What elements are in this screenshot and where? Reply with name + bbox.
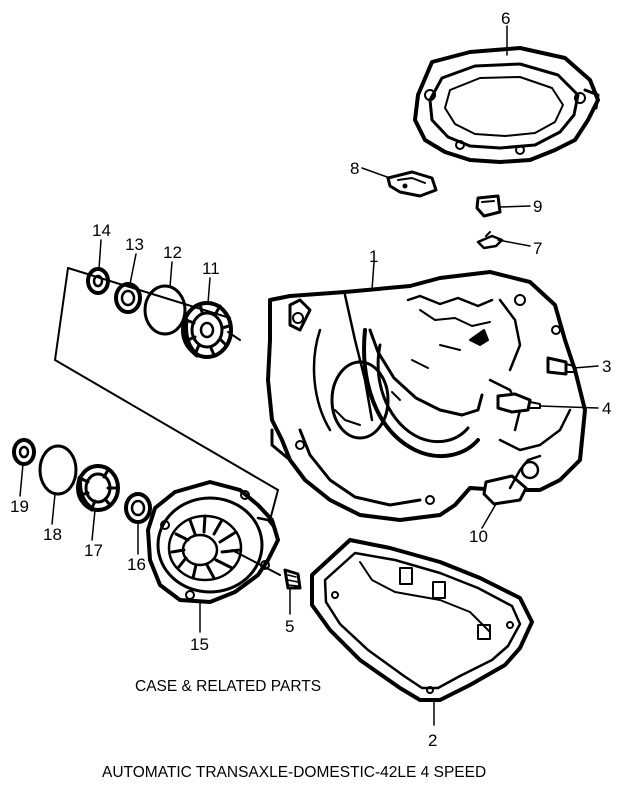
part-8-bracket — [386, 170, 438, 198]
callout-1: 1 — [369, 247, 378, 266]
callout-16: 16 — [127, 555, 146, 574]
part-16-bearing — [124, 492, 152, 524]
part-12-o-ring — [143, 284, 187, 336]
callout-6: 6 — [501, 9, 510, 28]
part-15-pump-housing — [146, 480, 280, 604]
callout-12: 12 — [163, 243, 182, 262]
part-1-transaxle-case — [266, 270, 587, 522]
part-13-bearing — [114, 282, 142, 314]
callout-7: 7 — [533, 239, 542, 258]
callout-15: 15 — [190, 635, 209, 654]
callout-4: 4 — [602, 399, 611, 418]
part-14-seal — [86, 267, 110, 295]
callout-numbers: 1 2 3 4 5 6 7 8 9 10 11 12 13 14 15 16 1… — [10, 9, 611, 750]
callout-3: 3 — [602, 357, 611, 376]
callout-9: 9 — [533, 197, 542, 216]
part-10-connector — [482, 454, 542, 506]
leader-lines — [19, 25, 599, 726]
part-9-sensor — [475, 194, 502, 218]
part-11-gear — [181, 301, 233, 359]
part-18-o-ring — [38, 444, 78, 496]
callout-18: 18 — [43, 525, 62, 544]
page-title: AUTOMATIC TRANSAXLE-DOMESTIC-42LE 4 SPEE… — [102, 764, 487, 781]
assembly-outline — [54, 267, 281, 576]
part-19-seal — [12, 438, 36, 466]
part-2-oil-pan — [310, 538, 534, 702]
section-title: CASE & RELATED PARTS — [135, 678, 322, 695]
callout-17: 17 — [84, 541, 103, 560]
part-7-clip — [476, 231, 504, 250]
callout-11: 11 — [202, 259, 220, 278]
callout-10: 10 — [469, 527, 488, 546]
callout-5: 5 — [285, 617, 294, 636]
part-17-gear — [76, 464, 120, 512]
part-5-bolt — [283, 568, 302, 590]
callout-8: 8 — [350, 159, 359, 178]
part-6-cover — [413, 46, 600, 164]
callout-2: 2 — [428, 731, 437, 750]
callout-19: 19 — [10, 497, 29, 516]
callout-14: 14 — [92, 221, 111, 240]
callout-13: 13 — [125, 235, 144, 254]
part-3-fitting — [546, 356, 575, 376]
